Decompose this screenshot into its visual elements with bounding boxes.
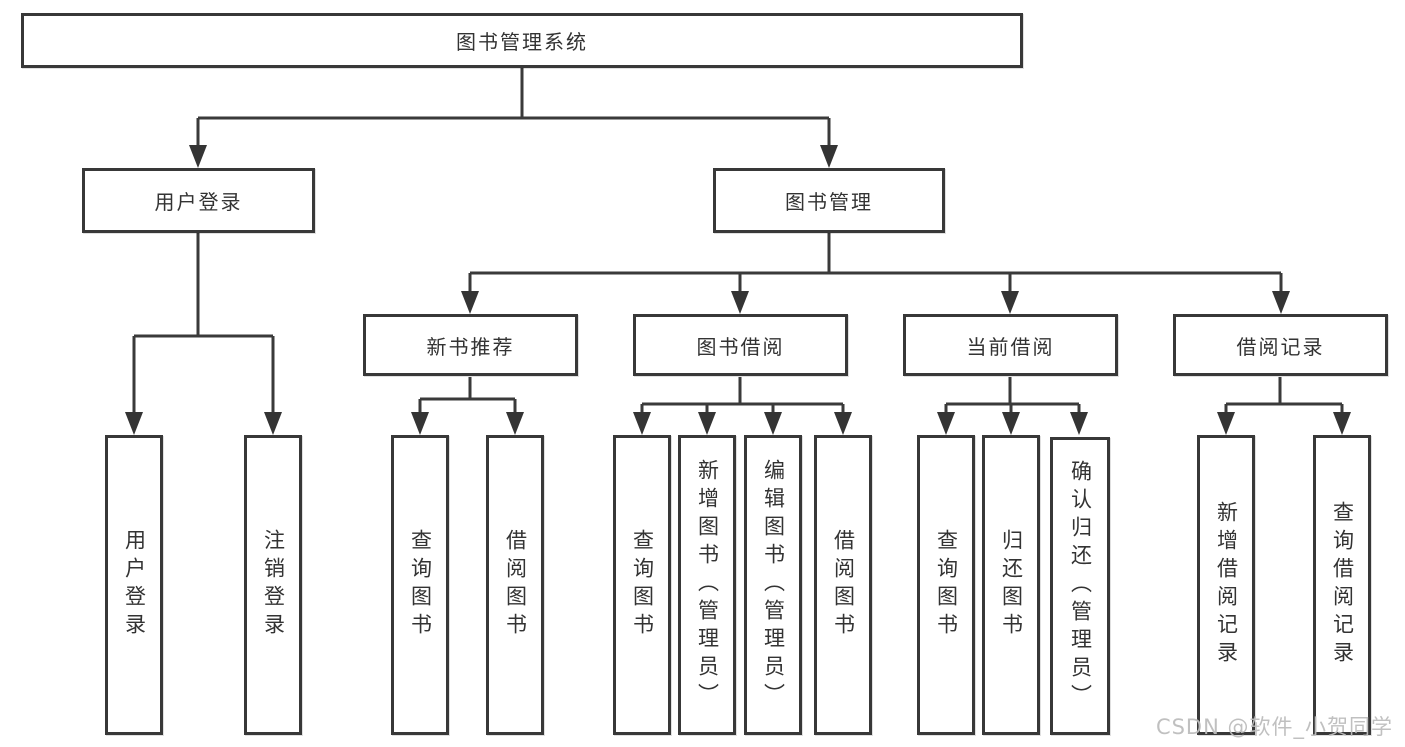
leaf-add-book-admin: 新增图书（管理员） <box>678 435 736 735</box>
node-new-book-recommend: 新书推荐 <box>363 314 578 376</box>
leaf-user-login: 用户登录 <box>105 435 163 735</box>
node-root-system: 图书管理系统 <box>21 13 1023 68</box>
node-borrowing-records: 借阅记录 <box>1173 314 1388 376</box>
leaf-borrow-books-recommend: 借阅图书 <box>486 435 544 735</box>
arrowhead-icons <box>125 145 1351 435</box>
node-current-borrowing: 当前借阅 <box>903 314 1118 376</box>
leaf-return-books: 归还图书 <box>982 435 1040 735</box>
csdn-watermark: CSDN @软件_小贺同学 <box>1155 715 1393 739</box>
leaf-borrow-books-borrowing: 借阅图书 <box>814 435 872 735</box>
leaf-query-books-borrowing: 查询图书 <box>613 435 671 735</box>
node-book-borrowing: 图书借阅 <box>633 314 848 376</box>
node-user-login-branch: 用户登录 <box>82 168 315 233</box>
leaf-edit-book-admin: 编辑图书（管理员） <box>744 435 802 735</box>
node-book-management: 图书管理 <box>713 168 945 233</box>
leaf-add-borrow-record: 新增借阅记录 <box>1197 435 1255 735</box>
leaf-query-books-current: 查询图书 <box>917 435 975 735</box>
leaf-confirm-return-admin: 确认归还（管理员） <box>1050 437 1110 735</box>
leaf-logout: 注销登录 <box>244 435 302 735</box>
leaf-query-books-recommend: 查询图书 <box>391 435 449 735</box>
leaf-query-borrow-record: 查询借阅记录 <box>1313 435 1371 735</box>
